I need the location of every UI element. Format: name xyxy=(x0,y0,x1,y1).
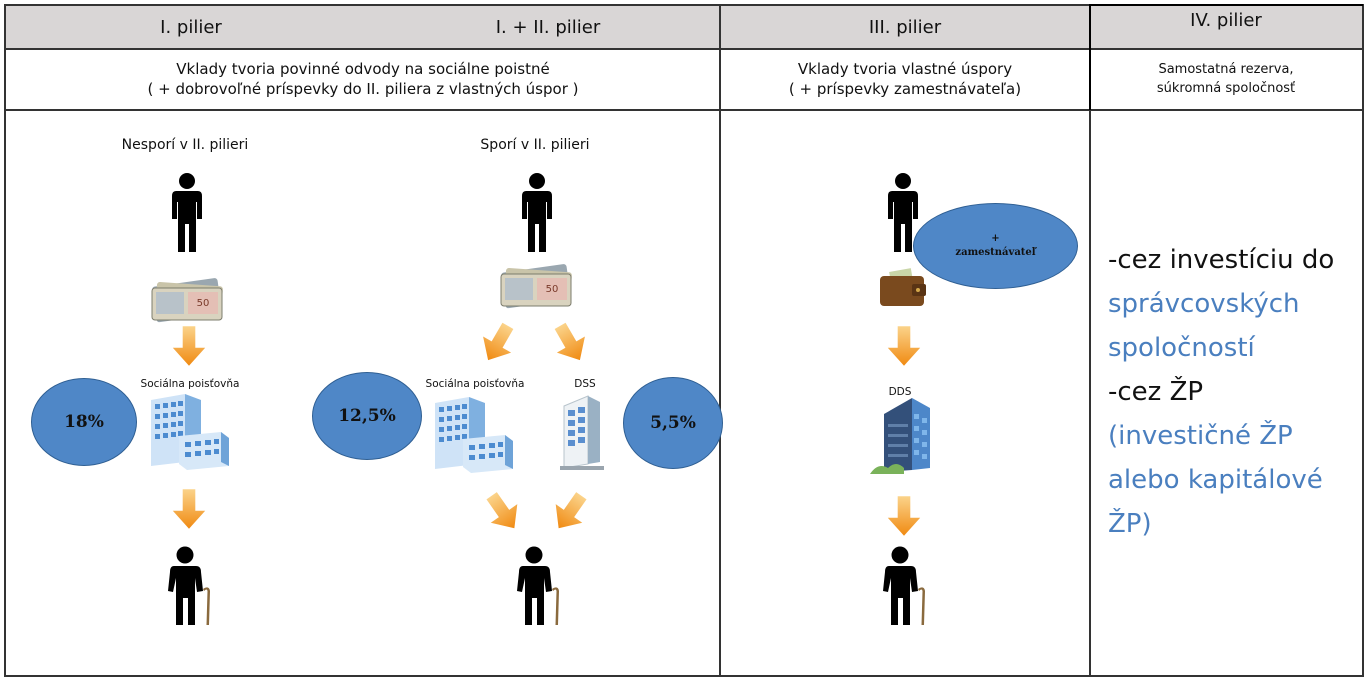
percent-12-5-label: 12,5% xyxy=(338,406,396,426)
header-pillar-4: IV. pilier xyxy=(1090,6,1362,48)
header-pillar-1-label: I. pilier xyxy=(160,16,222,38)
pillar-4-line-6: alebo kapitálové xyxy=(1108,465,1323,495)
pillar-4-line-5: (investičné ŽP xyxy=(1108,421,1293,451)
col3-institution-label: DDS xyxy=(888,386,912,398)
col1-title: Nesporí v II. pilieri xyxy=(121,137,249,153)
pillar-4-line-1: -cez investíciu do xyxy=(1108,245,1335,275)
arrow-down-left-icon xyxy=(472,316,524,370)
pillar-4-line-4: -cez ŽP xyxy=(1108,377,1204,407)
dss-tower-icon xyxy=(556,392,606,472)
table-right-border xyxy=(1362,4,1364,676)
pillar-4-box-left xyxy=(1089,4,1091,110)
header-pillar-1-2: I. + II. pilier xyxy=(376,6,720,48)
arrow-down-icon xyxy=(886,325,922,367)
employer-label: zamestnávateľ xyxy=(955,247,1036,258)
pillar-4-line-3: spoločností xyxy=(1108,333,1255,363)
percent-ellipse-5-5: 5,5% xyxy=(623,377,723,469)
subheader-mandatory: Vklady tvoria povinné odvody na sociálne… xyxy=(147,60,579,98)
divider-pillar-2-3 xyxy=(719,4,721,676)
office-building-icon xyxy=(427,395,517,475)
dds-building-icon xyxy=(868,396,938,476)
table-bottom-border xyxy=(4,675,1364,677)
arrow-down-right-icon xyxy=(544,316,596,370)
pillar-4-line-7: ŽP) xyxy=(1108,509,1152,539)
header-pillar-1: I. pilier xyxy=(6,6,376,48)
wallet-icon xyxy=(878,268,928,308)
divider-pillar-3-4 xyxy=(1089,4,1091,676)
arrow-down-icon xyxy=(171,488,207,530)
percent-ellipse-18: 18% xyxy=(31,378,137,466)
pillar-4-description: -cez investíciu do správcovských spoločn… xyxy=(1108,238,1363,546)
subheader-bottom-border xyxy=(4,109,1364,111)
header-pillar-3-label: III. pilier xyxy=(868,16,942,38)
retiree-icon xyxy=(878,545,934,625)
retiree-icon xyxy=(512,545,568,625)
header-pillar-4-label: IV. pilier xyxy=(1190,10,1262,31)
header-pillar-1-2-label: I. + II. pilier xyxy=(495,16,601,38)
header-pillar-3: III. pilier xyxy=(721,6,1089,48)
subheader-separate-reserve: Samostatná rezerva, súkromná spoločnosť xyxy=(1156,62,1296,96)
percent-ellipse-12-5: 12,5% xyxy=(312,372,422,460)
col2-institution-right-label: DSS xyxy=(574,378,596,390)
arrow-down-icon xyxy=(886,495,922,537)
arrow-down-left-icon xyxy=(543,484,598,541)
col1-institution-label: Sociálna poisťovňa xyxy=(140,378,240,390)
office-building-icon xyxy=(143,392,233,472)
worker-icon xyxy=(167,172,207,252)
col2-institution-left-label: Sociálna poisťovňa xyxy=(425,378,525,390)
table-top-border xyxy=(4,4,1364,6)
table-left-border xyxy=(4,4,6,676)
arrow-down-icon xyxy=(171,325,207,367)
employer-plus: + xyxy=(991,233,1000,244)
header-bottom-border xyxy=(4,48,1364,50)
retiree-icon xyxy=(163,545,219,625)
employer-ellipse: + zamestnávateľ xyxy=(913,203,1078,289)
percent-18-label: 18% xyxy=(64,412,104,432)
subheader-own-savings: Vklady tvoria vlastné úspory ( + príspev… xyxy=(788,60,1022,98)
worker-icon xyxy=(517,172,557,252)
arrow-down-right-icon xyxy=(476,484,531,541)
col2-title: Sporí v II. pilieri xyxy=(480,137,590,153)
money-icon xyxy=(148,272,228,324)
pillar-4-line-2: správcovských xyxy=(1108,289,1300,319)
percent-5-5-label: 5,5% xyxy=(650,413,696,433)
pillar-4-box-top xyxy=(1090,4,1363,6)
money-icon xyxy=(497,258,577,310)
